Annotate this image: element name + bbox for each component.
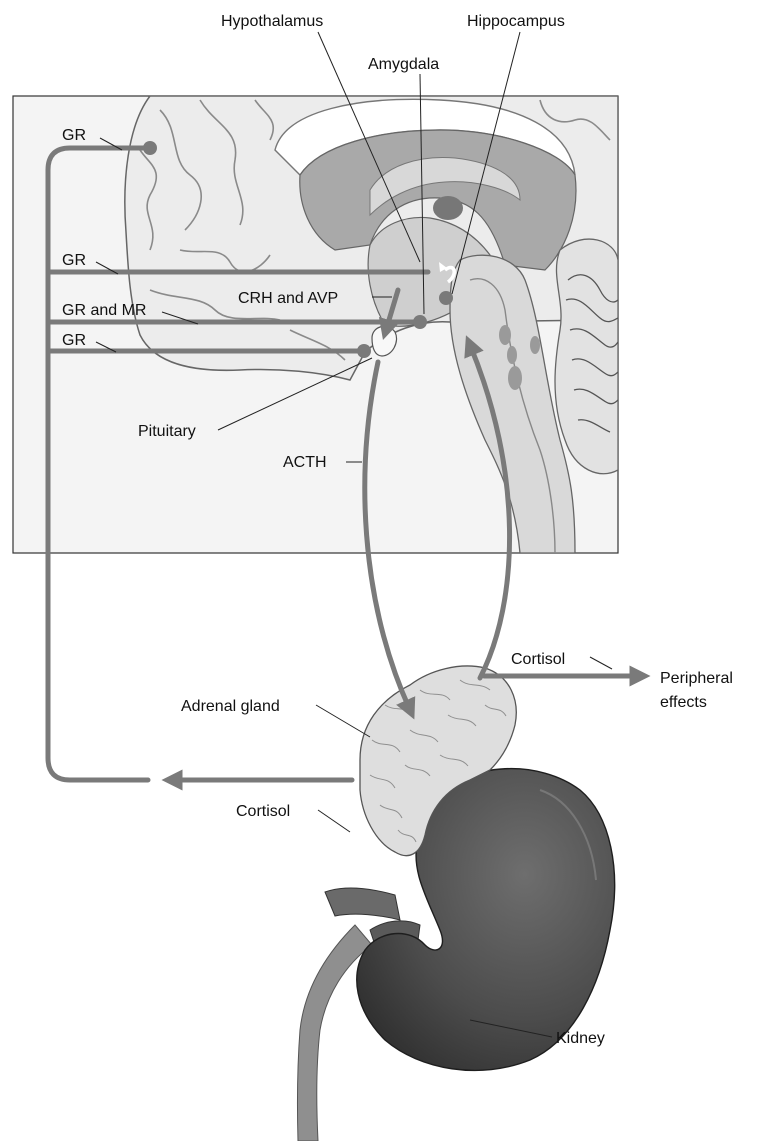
label-hippocampus: Hippocampus [467, 13, 565, 30]
label-cortisol-left: Cortisol [236, 803, 290, 820]
thalamic-nucleus [433, 196, 463, 220]
label-gr-cortex: GR [62, 127, 86, 144]
cerebellum [555, 239, 618, 474]
label-peripheral: Peripheral [660, 670, 733, 687]
renal-vessels [325, 888, 400, 920]
gr-pituitary-receptor [357, 344, 371, 358]
gr-cortex-receptor [143, 141, 157, 155]
label-hypothalamus: Hypothalamus [221, 13, 323, 30]
label-effects: effects [660, 694, 707, 711]
hippocampus-receptor [439, 291, 453, 305]
label-kidney: Kidney [556, 1030, 605, 1047]
label-pituitary: Pituitary [138, 423, 196, 440]
gr-mr-receptor [413, 315, 427, 329]
label-gr-and-mr: GR and MR [62, 302, 146, 319]
label-crh-avp: CRH and AVP [238, 290, 338, 307]
label-adrenal-gland: Adrenal gland [181, 698, 280, 715]
label-cortisol-right: Cortisol [511, 651, 565, 668]
label-amygdala: Amygdala [368, 56, 439, 73]
kidney-assembly [297, 666, 614, 1141]
label-gr-pituitary: GR [62, 332, 86, 349]
label-gr-hypothalamus: GR [62, 252, 86, 269]
label-acth: ACTH [283, 454, 327, 471]
